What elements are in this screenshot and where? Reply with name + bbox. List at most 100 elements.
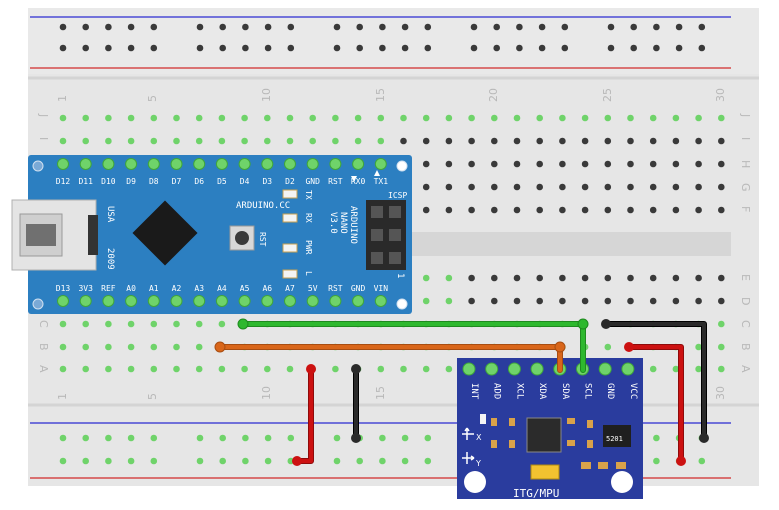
breadboard-hole xyxy=(698,23,706,31)
col-5-bottom: 5 xyxy=(146,393,159,400)
breadboard-hole xyxy=(173,114,180,122)
breadboard-hole xyxy=(219,457,226,465)
arduino-top-pin-label: D12 xyxy=(56,177,71,186)
arduino-bottom-pin-label: A5 xyxy=(240,284,250,293)
breadboard-hole xyxy=(196,457,204,465)
row-letter: J xyxy=(37,113,50,117)
col-10-top: 10 xyxy=(260,88,273,102)
breadboard-hole xyxy=(333,434,341,442)
breadboard-hole xyxy=(627,274,634,282)
breadboard-hole xyxy=(630,44,637,52)
rst-label: RST xyxy=(258,232,267,247)
breadboard-hole xyxy=(627,137,634,145)
breadboard-hole xyxy=(649,365,657,373)
breadboard-hole xyxy=(649,160,657,168)
breadboard-hole xyxy=(604,274,612,282)
arduino-top-pin-label: D8 xyxy=(149,177,159,186)
breadboard-hole xyxy=(219,434,226,442)
mcu-chip xyxy=(132,200,198,266)
breadboard-hole xyxy=(195,114,203,122)
breadboard-hole xyxy=(559,206,566,214)
breadboard-hole xyxy=(695,206,702,214)
breadboard-hole xyxy=(105,44,112,52)
breadboard-hole xyxy=(400,114,407,122)
arduino-bottom-pin-label: A7 xyxy=(285,284,295,293)
breadboard-hole xyxy=(424,457,432,465)
sensor-pin xyxy=(598,362,612,376)
breadboard-hole xyxy=(672,160,680,168)
model-line-2: NANO xyxy=(338,212,348,234)
breadboard-hole xyxy=(491,183,498,191)
breadboard-hole xyxy=(173,365,180,373)
icsp-pins xyxy=(371,206,401,264)
breadboard-hole xyxy=(627,114,634,122)
breadboard-hole xyxy=(196,44,204,52)
regulator-label: 5201 xyxy=(606,435,623,443)
breadboard-hole xyxy=(468,183,475,191)
arduino-bottom-pin-label: A1 xyxy=(149,284,159,293)
breadboard-hole xyxy=(653,457,660,465)
breadboard-hole xyxy=(604,114,612,122)
breadboard-hole xyxy=(105,365,112,373)
arduino-top-pin-label: D4 xyxy=(240,177,250,186)
arduino-top-pin-label: TX1 xyxy=(374,177,389,186)
arrow-up-icon xyxy=(374,170,380,176)
row-letter: B xyxy=(37,343,50,351)
breadboard-hole xyxy=(538,23,546,31)
breadboard-hole xyxy=(401,44,409,52)
breadboard-hole xyxy=(675,23,683,31)
rx-label: RX xyxy=(304,213,313,223)
breadboard-hole xyxy=(264,114,271,122)
breadboard-hole xyxy=(401,434,409,442)
model-line-3: V3.0 xyxy=(328,212,338,234)
breadboard-hole xyxy=(401,457,409,465)
breadboard-hole xyxy=(718,365,725,373)
breadboard-hole xyxy=(718,114,725,122)
breadboard-hole xyxy=(604,343,612,351)
arduino-pin xyxy=(147,158,160,170)
breadboard-hole xyxy=(422,274,430,282)
arduino-top-pin-label: D7 xyxy=(172,177,182,186)
breadboard-hole xyxy=(218,320,226,328)
breadboard-hole xyxy=(559,183,566,191)
breadboard-hole xyxy=(309,137,317,145)
arduino-pin xyxy=(352,295,365,307)
breadboard-hole xyxy=(513,160,521,168)
breadboard-hole xyxy=(445,206,453,214)
breadboard-hole xyxy=(127,320,135,328)
breadboard-hole xyxy=(105,320,112,328)
breadboard-hole xyxy=(559,114,566,122)
arduino-top-pin-label: GND xyxy=(305,177,320,186)
arduino-pin xyxy=(306,295,319,307)
breadboard-hole xyxy=(718,343,725,351)
breadboard-hole xyxy=(468,137,475,145)
breadboard-hole xyxy=(672,274,680,282)
breadboard-hole xyxy=(105,137,112,145)
breadboard-hole xyxy=(424,44,432,52)
sensor-pin xyxy=(485,362,499,376)
breadboard-hole xyxy=(218,114,226,122)
breadboard-hole xyxy=(559,160,566,168)
breadboard-hole xyxy=(150,114,158,122)
breadboard-hole xyxy=(195,365,203,373)
breadboard-hole xyxy=(287,44,295,52)
reset-button-cap[interactable] xyxy=(235,231,249,245)
breadboard-hole xyxy=(672,114,680,122)
breadboard-hole xyxy=(536,206,543,214)
sensor-pin-label: SCL xyxy=(583,383,593,399)
breadboard-hole xyxy=(422,183,430,191)
breadboard-hole xyxy=(196,23,204,31)
breadboard-hole xyxy=(513,206,521,214)
sensor-pin xyxy=(462,362,476,376)
row-letter: D xyxy=(739,297,752,305)
arduino-pin xyxy=(329,158,342,170)
breadboard-hole xyxy=(445,297,453,305)
breadboard-hole xyxy=(333,23,341,31)
breadboard-hole xyxy=(82,365,89,373)
breadboard-hole xyxy=(445,160,453,168)
sensor-power-led xyxy=(480,414,486,424)
arduino-bottom-pin-label: GND xyxy=(351,284,366,293)
breadboard-hole xyxy=(672,365,680,373)
usb-port-inner xyxy=(26,224,56,246)
